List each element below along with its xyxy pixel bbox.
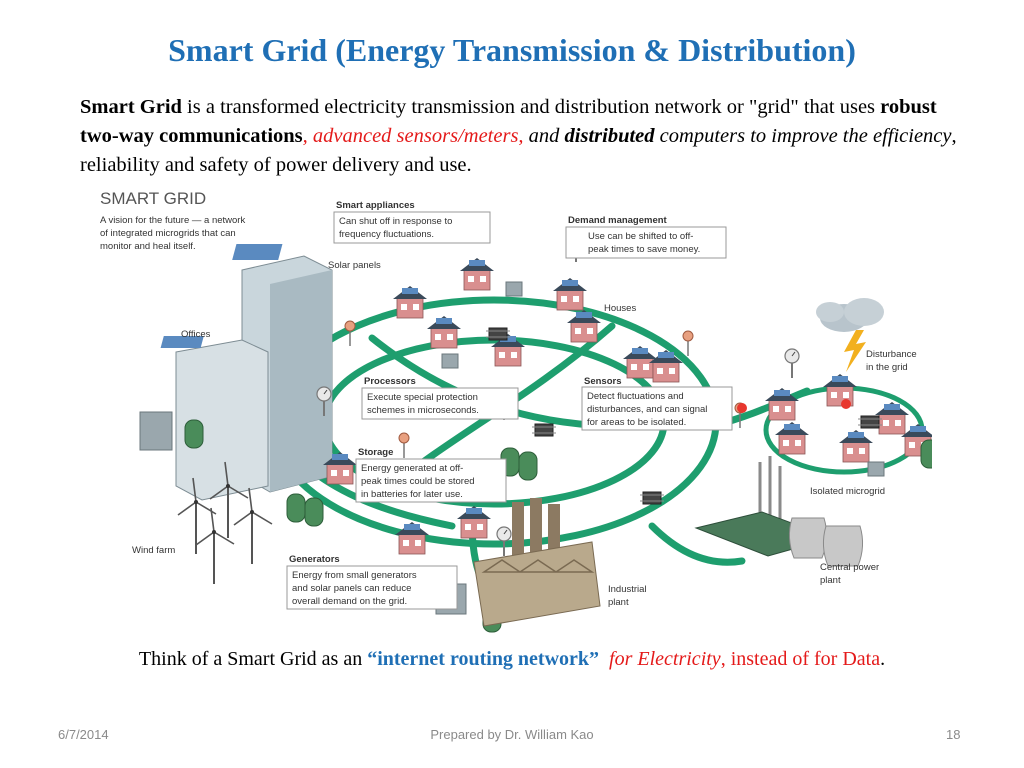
intro-italic: computers to improve the efficiency [654, 125, 952, 147]
disturbance-cloud [737, 298, 884, 413]
diagram-subtitle-1: A vision for the future — a network [100, 215, 245, 226]
label-houses: Houses [604, 303, 636, 314]
bottom-statement: Think of a Smart Grid as an “internet ro… [0, 648, 1024, 671]
svg-text:Smart appliances: Smart appliances [336, 200, 415, 211]
diagram-subtitle-2: of integrated microgrids that can [100, 228, 236, 239]
svg-text:Can shut off in response to: Can shut off in response to [339, 216, 452, 227]
bottom-end: . [880, 648, 886, 670]
svg-text:for areas to be isolated.: for areas to be isolated. [587, 417, 686, 428]
intro-bold-italic: distributed [564, 125, 655, 147]
intro-red-1: , advanced sensors/meters, [302, 125, 524, 147]
label-industrial-2: plant [608, 597, 629, 608]
svg-text:Use can be shifted to off-: Use can be shifted to off- [588, 231, 693, 242]
svg-text:Processors: Processors [364, 376, 416, 387]
svg-text:Detect fluctuations and: Detect fluctuations and [587, 391, 684, 402]
intro-text-1: is a transformed electricity transmissio… [181, 96, 881, 118]
svg-text:frequency fluctuations.: frequency fluctuations. [339, 229, 434, 240]
label-wind-farm: Wind farm [132, 545, 175, 556]
bottom-quote: “internet routing network” [367, 648, 600, 670]
callout-generators: Generators Energy from small generators … [286, 554, 458, 610]
label-offices: Offices [181, 329, 211, 340]
diagram-heading: SMART GRID [100, 189, 206, 208]
central-power-plant [694, 456, 864, 567]
slide-title: Smart Grid (Energy Transmission & Distri… [168, 32, 856, 68]
bottom-text-1: Think of a Smart Grid as an [138, 648, 368, 670]
label-disturbance-2: in the grid [866, 362, 908, 373]
footer-date: 6/7/2014 [58, 727, 109, 742]
callout-smart-appliances: Smart appliances Can shut off in respons… [333, 200, 491, 244]
smart-grid-diagram: SMART GRID A vision for the future — a n… [100, 189, 932, 633]
callout-demand-management: Demand management Use can be shifted to … [565, 215, 727, 259]
bottom-red-text: , instead of for Data [720, 648, 881, 670]
callout-storage: Storage Energy generated at off- peak ti… [355, 447, 507, 503]
industrial-plant [473, 498, 601, 627]
footer-page-number: 18 [946, 727, 961, 742]
diagram-subtitle-3: monitor and heal itself. [100, 241, 196, 252]
label-central-2: plant [820, 575, 841, 586]
svg-text:Demand management: Demand management [568, 215, 668, 226]
svg-text:Energy generated at off-: Energy generated at off- [361, 463, 463, 474]
callout-sensors: Sensors Detect fluctuations and disturba… [581, 376, 733, 431]
bottom-red-italic: for Electricity [609, 648, 721, 670]
svg-text:Execute special protection: Execute special protection [367, 392, 478, 403]
office-building [139, 244, 333, 501]
svg-text:peak times could be stored: peak times could be stored [361, 476, 475, 487]
label-disturbance-1: Disturbance [866, 349, 917, 360]
label-industrial-1: Industrial [608, 584, 647, 595]
svg-text:schemes in microseconds.: schemes in microseconds. [367, 405, 479, 416]
svg-text:peak times to save money.: peak times to save money. [588, 244, 700, 255]
intro-text-3: , reliability and safety of power delive… [80, 125, 957, 176]
svg-text:Sensors: Sensors [584, 376, 622, 387]
label-isolated-microgrid: Isolated microgrid [810, 486, 885, 497]
intro-paragraph: Smart Grid is a transformed electricity … [80, 93, 980, 180]
svg-text:and solar panels can reduce: and solar panels can reduce [292, 583, 411, 594]
intro-bold-1: robust two-way communications [80, 96, 937, 147]
label-central-1: Central power [820, 562, 879, 573]
svg-text:Generators: Generators [289, 554, 340, 565]
svg-text:overall demand on the grid.: overall demand on the grid. [292, 596, 407, 607]
svg-text:disturbances, and can signal: disturbances, and can signal [587, 404, 707, 415]
svg-text:in batteries for later use.: in batteries for later use. [361, 489, 463, 500]
svg-text:Storage: Storage [358, 447, 393, 458]
label-solar-panels: Solar panels [328, 260, 381, 271]
footer-author: Prepared by Dr. William Kao [430, 727, 594, 742]
intro-lead: Smart Grid [80, 96, 182, 118]
callout-processors: Processors Execute special protection sc… [361, 376, 519, 420]
intro-text-2: and [523, 125, 565, 147]
svg-text:Energy from small generators: Energy from small generators [292, 570, 417, 581]
